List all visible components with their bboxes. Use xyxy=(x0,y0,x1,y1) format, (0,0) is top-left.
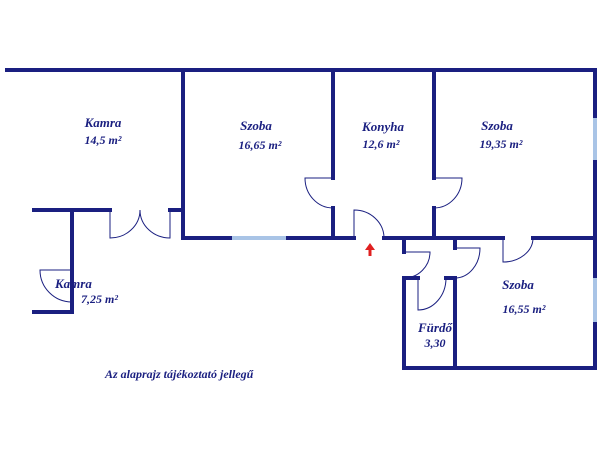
door-bath-room xyxy=(454,247,481,279)
door-kitchen-hall xyxy=(353,209,385,239)
room-name-szoba-living: Szoba xyxy=(240,118,272,133)
door-kitchen-room xyxy=(433,177,463,209)
room-name-szoba-southeast: Szoba xyxy=(502,277,534,292)
door-hall-bath xyxy=(403,251,431,279)
doors xyxy=(39,177,534,311)
disclaimer-note: Az alaprajz tájékoztató jellegű xyxy=(104,367,255,381)
door-bath-inner xyxy=(417,277,447,311)
room-name-szoba-east: Szoba xyxy=(481,118,513,133)
door-living-kitchen xyxy=(304,177,334,209)
room-name-konyha: Konyha xyxy=(361,119,404,134)
room-area-konyha: 12,6 m² xyxy=(363,137,400,151)
room-area-szoba-southeast: 16,55 m² xyxy=(503,302,546,316)
door-pantry xyxy=(39,269,73,303)
room-area-szoba-east: 19,35 m² xyxy=(480,137,523,151)
door-storage-double xyxy=(109,209,171,239)
windows xyxy=(232,118,597,322)
room-area-kamra-small: 7,25 m² xyxy=(81,292,118,306)
room-name-furdo: Fürdő xyxy=(417,320,453,335)
room-area-furdo: 3,30 xyxy=(424,336,446,350)
room-area-szoba-living: 16,65 m² xyxy=(239,138,282,152)
room-name-kamra-small: Kamra xyxy=(54,276,92,291)
entrance-arrow-icon xyxy=(365,243,375,256)
room-name-kamra-large: Kamra xyxy=(84,115,122,130)
door-hall-room xyxy=(502,237,534,263)
room-area-kamra-large: 14,5 m² xyxy=(85,133,122,147)
